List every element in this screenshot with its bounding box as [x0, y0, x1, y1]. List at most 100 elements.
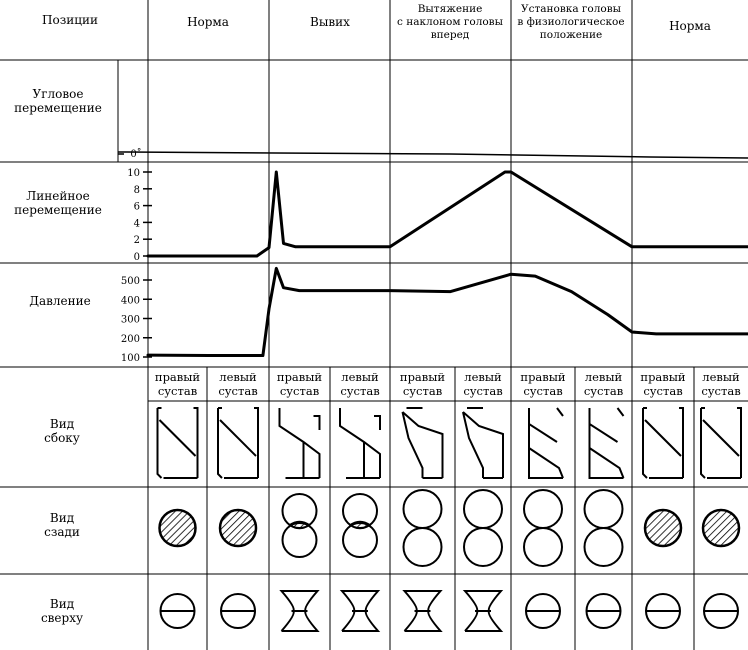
- top-view-joint: [279, 590, 320, 632]
- joint-label: сустав: [584, 384, 623, 398]
- hourglass-top: [402, 590, 443, 612]
- top-view-joint: [402, 590, 443, 632]
- joint-label: сустав: [403, 384, 442, 398]
- col-normal-title: Норма: [187, 15, 229, 29]
- linear-tick-label: 8: [134, 185, 140, 196]
- side-view-joint: [700, 407, 742, 479]
- joint-label: правый: [520, 370, 566, 384]
- back-view-label-line2: сзади: [44, 525, 80, 539]
- joint-label: левый: [341, 370, 379, 384]
- joint-label: сустав: [643, 384, 682, 398]
- side-view-joint: [217, 407, 259, 479]
- row-labels: Угловое перемещение Линейное перемещение…: [14, 87, 102, 625]
- angular-label-line1: Угловое: [33, 87, 84, 101]
- col-traction-line1: Вытяжение: [418, 3, 483, 15]
- positions-label: Позиции: [42, 13, 98, 27]
- col-repositioning-line3: положение: [540, 29, 602, 41]
- joint-label: правый: [155, 370, 201, 384]
- linear-tick-label: 6: [134, 202, 140, 213]
- condyle-circle: [402, 527, 443, 567]
- col-traction-line2: с наклоном головы: [397, 16, 503, 28]
- side-view-joint: [339, 408, 381, 479]
- hourglass-bottom: [464, 610, 504, 632]
- back-view-joint: [701, 508, 741, 548]
- top-view-joint: [462, 590, 504, 632]
- pressure-tick-label: 500: [121, 276, 140, 287]
- condyle-circle-hatched: [643, 508, 683, 548]
- hourglass-bottom: [403, 610, 443, 632]
- back-view-joint: [583, 489, 624, 567]
- linear-label-line1: Линейное: [26, 189, 89, 203]
- condyle-outline: [339, 408, 381, 479]
- condyle-outline: [700, 407, 742, 479]
- condyle-outline: [217, 407, 259, 479]
- hourglass-top: [339, 590, 381, 612]
- joint-label: левый: [464, 370, 502, 384]
- header-row: Позиции Норма Вывих Вытяжение с наклоном…: [42, 3, 711, 41]
- pressure-tick-label: 300: [121, 315, 140, 326]
- side-view-label-line2: сбоку: [44, 431, 80, 445]
- fossa-circle: [402, 489, 443, 529]
- col-traction-line3: вперед: [431, 29, 470, 41]
- joint-label: сустав: [340, 384, 379, 398]
- fossa-circle: [523, 489, 563, 529]
- pressure-tick-label: 100: [121, 353, 140, 364]
- linear-tick-label: 10: [127, 168, 140, 179]
- hourglass-bottom: [280, 610, 320, 632]
- top-view-joint: [339, 590, 381, 632]
- condyle-circle: [523, 527, 563, 567]
- joint-label: сустав: [218, 384, 257, 398]
- condyle-outline: [156, 407, 199, 479]
- hourglass-top: [279, 590, 320, 612]
- pressure-label: Давление: [29, 294, 91, 308]
- back-view-joint: [643, 508, 683, 548]
- joint-label: сустав: [701, 384, 740, 398]
- linear-tick-label: 0: [134, 252, 140, 263]
- side-view-label-line1: Вид: [50, 417, 74, 431]
- angular-series-line: [117, 151, 748, 159]
- side-view-joint: [156, 407, 199, 479]
- col-repositioning-line2: в физиологическое: [517, 16, 624, 28]
- joint-label: сустав: [523, 384, 562, 398]
- condyle-circle: [463, 527, 503, 567]
- top-view-label-line1: Вид: [50, 597, 74, 611]
- condyle-circle: [583, 527, 624, 567]
- pressure-series-line: [146, 266, 748, 357]
- side-views: [156, 407, 742, 479]
- col-repositioning-line1: Установка головы: [521, 3, 621, 15]
- angular-label-line2: перемещение: [14, 101, 102, 115]
- condyle-outline: [278, 408, 321, 479]
- top-view-joint: [585, 593, 622, 629]
- joint-labels: правыйсуставлевыйсуставправыйсуставлевый…: [155, 370, 741, 398]
- joint-label: левый: [585, 370, 623, 384]
- top-view-joint: [159, 593, 196, 629]
- side-view-joint: [588, 407, 625, 479]
- condyle-line: [702, 419, 740, 457]
- pressure-tick-label: 400: [121, 295, 140, 306]
- top-view-joint: [645, 593, 681, 629]
- back-view-joint: [402, 489, 443, 567]
- condyle-outline: [528, 407, 564, 479]
- linear-tick-label: 4: [134, 218, 140, 229]
- condyle-outline: [642, 407, 684, 479]
- side-view-joint: [642, 407, 684, 479]
- top-views: [159, 590, 739, 632]
- condyle-outline: [588, 407, 625, 479]
- side-view-joint: [278, 408, 321, 479]
- joint-label: сустав: [463, 384, 502, 398]
- condyle-circle-hatched: [158, 508, 197, 548]
- condyle-circle-hatched: [218, 508, 258, 548]
- col-normal2-title: Норма: [669, 19, 711, 33]
- top-view-joint: [220, 593, 256, 629]
- top-view-joint: [703, 593, 739, 629]
- overlap-area: [288, 520, 311, 530]
- pressure-tick-label: 200: [121, 334, 140, 345]
- hourglass-top: [462, 590, 504, 612]
- back-views: [158, 489, 741, 567]
- condyle-line: [219, 419, 257, 457]
- joint-label: сустав: [158, 384, 197, 398]
- back-view-joint: [463, 489, 503, 567]
